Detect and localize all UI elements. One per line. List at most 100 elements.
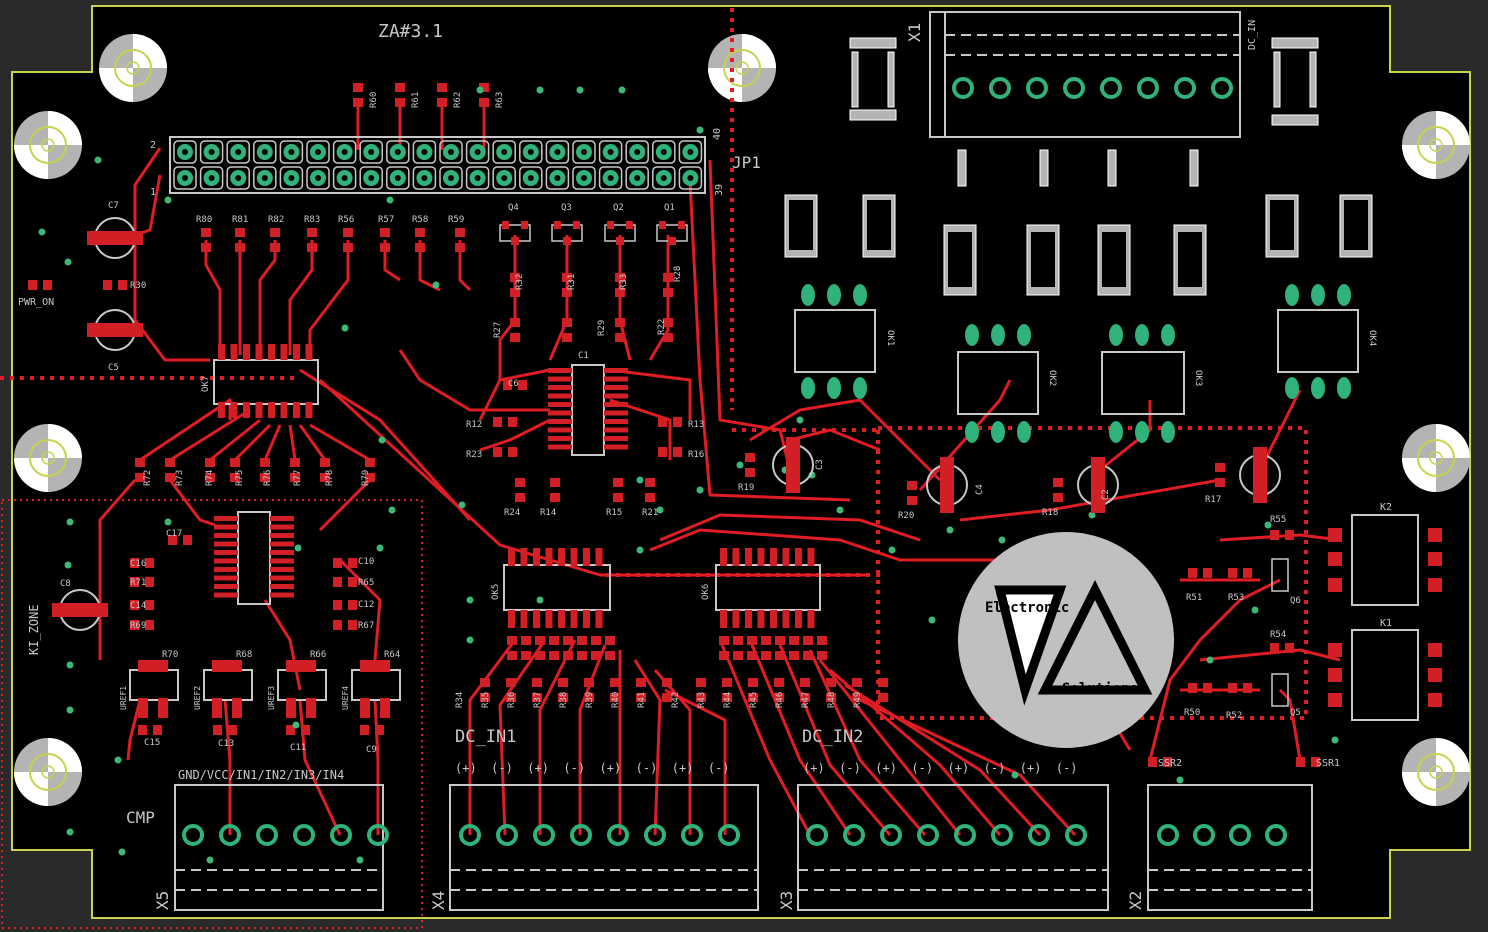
ic-pad [255, 402, 263, 418]
ic-pad [595, 610, 603, 628]
label-c15: C15 [144, 738, 160, 748]
label-c16: C16 [130, 559, 146, 569]
via [458, 501, 466, 509]
label-x3: X3 [777, 891, 796, 910]
header-pin [332, 166, 357, 190]
label-r18: R18 [1042, 508, 1058, 518]
label-q6: Q6 [1290, 596, 1301, 606]
logo-text-2: Solutions [1062, 681, 1138, 697]
passive-pad [290, 473, 300, 482]
ic-pad [270, 550, 294, 555]
terminal-pad [1065, 824, 1087, 846]
header-pin [572, 140, 596, 164]
label-jp1: JP1 [732, 153, 761, 172]
header-pin [678, 140, 703, 164]
resistor-label: R82 [268, 215, 284, 225]
ic-pad [218, 344, 225, 360]
passive-pad [348, 558, 357, 568]
passive-pad [563, 651, 573, 660]
label-r64: R64 [384, 650, 400, 660]
ic-pad [745, 548, 752, 566]
resistor-label: R62 [453, 92, 463, 108]
passive-pad [145, 600, 154, 610]
passive-pad [333, 620, 342, 630]
label-c8: C8 [60, 579, 71, 589]
passive-pad [145, 620, 154, 630]
ic-pad [720, 548, 727, 566]
via [118, 848, 126, 856]
ic-pad [604, 385, 628, 390]
transistor-pad [626, 221, 633, 229]
ic-pad [604, 419, 628, 424]
silkscreen-labels: ZA#3.1 PWR_ON KI_ZONE 2 1 40 39 JP1 X1 D… [18, 20, 1392, 910]
via [928, 616, 936, 624]
header-pin [199, 166, 224, 190]
passive-pad [507, 636, 517, 645]
header-pin [306, 140, 330, 164]
passive-pad [1188, 683, 1197, 693]
header-pin [386, 140, 410, 164]
passive-pad [333, 558, 342, 568]
ic-pad [230, 402, 238, 418]
passive-pad [353, 83, 363, 92]
passive-pad [733, 651, 743, 660]
transistor-pad [668, 237, 676, 245]
label-r21: R21 [642, 508, 658, 518]
passive-pad [577, 651, 587, 660]
label-r55: R55 [1270, 515, 1286, 525]
ic-pad [270, 533, 294, 538]
ic-pad [218, 402, 225, 418]
label-cmp: CMP [126, 808, 155, 827]
passive-pad [415, 228, 425, 237]
resistor-label: R42 [671, 692, 681, 708]
ic-pad [533, 548, 540, 566]
label-ok6: OK6 [701, 584, 711, 600]
passive-pad [696, 693, 706, 702]
ic-pad [558, 548, 565, 566]
via [1331, 736, 1339, 744]
resistor-label: R40 [611, 692, 621, 708]
connectors [169, 11, 1419, 911]
ic-pad [548, 385, 572, 390]
ic-pad [583, 548, 590, 566]
passive-pad [817, 636, 827, 645]
terminal-pad [1211, 77, 1233, 99]
via [356, 856, 364, 864]
ic-pad [270, 592, 294, 598]
passive-pad [1270, 643, 1279, 653]
ok-pin [801, 377, 815, 399]
resistor-label: R57 [378, 215, 394, 225]
ok-pin [1135, 421, 1149, 443]
ic-pad [214, 575, 238, 581]
resistor-label: R56 [338, 215, 354, 225]
via [1011, 771, 1019, 779]
ic-pad [545, 548, 553, 566]
ic-pad [604, 427, 628, 433]
via [696, 126, 704, 134]
ic-pad [604, 444, 628, 450]
ic-pad [214, 550, 238, 555]
header-pin [519, 140, 543, 164]
ok-pin [1109, 421, 1123, 443]
passive-pad [761, 636, 771, 645]
label-q2: Q2 [613, 203, 624, 213]
passive-pad [135, 458, 145, 467]
ic-pad [305, 402, 313, 418]
ic-pad [595, 548, 603, 566]
ic-pad [268, 402, 275, 418]
terminal-pad [1157, 824, 1179, 846]
header-pin [545, 166, 570, 190]
ic-pad [214, 567, 238, 572]
ic-pad [732, 548, 740, 566]
passive-pad [138, 725, 147, 735]
board-title: ZA#3.1 [378, 21, 443, 42]
via [38, 228, 46, 236]
passive-pad [673, 417, 682, 427]
via [66, 661, 74, 669]
via [736, 461, 744, 469]
resistor-label: R34 [455, 692, 465, 708]
passive-pad [43, 280, 52, 290]
terminal-pad [1026, 77, 1048, 99]
passive-pad [235, 228, 245, 237]
passive-pad [1053, 493, 1063, 502]
